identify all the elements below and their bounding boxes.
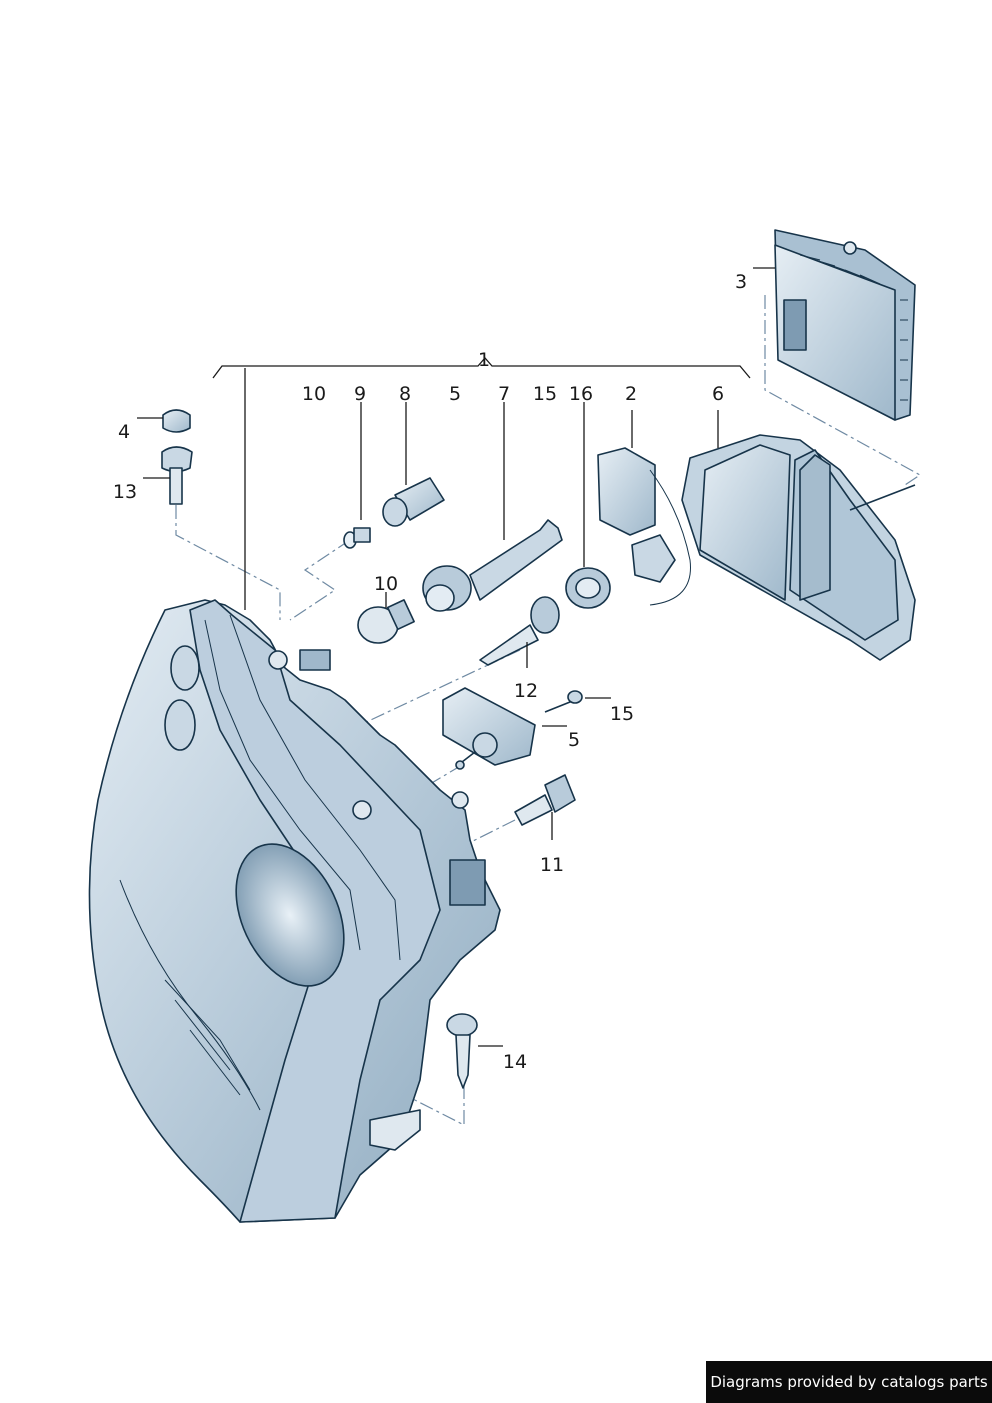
h7-bulb-part-11 — [514, 774, 576, 826]
callout-2: 2 — [625, 383, 637, 405]
callout-9: 9 — [354, 383, 366, 405]
callout-15-screw: 15 — [610, 703, 634, 725]
callout-8: 8 — [399, 383, 411, 405]
callout-5-top: 5 — [449, 383, 461, 405]
callout-11: 11 — [540, 854, 564, 876]
callout-labels: 1 10 9 8 5 7 15 16 2 6 3 4 13 10 12 15 5… — [113, 271, 747, 1073]
bulb-holder-part-8 — [382, 477, 445, 527]
adjuster-motor-part-5 — [442, 687, 536, 770]
callout-7: 7 — [498, 383, 510, 405]
callout-1: 1 — [478, 349, 490, 371]
callout-6: 6 — [712, 383, 724, 405]
cover-part-6 — [681, 434, 916, 661]
control-unit-part-3 — [774, 229, 916, 421]
ring-part-16 — [565, 567, 611, 609]
callout-14: 14 — [503, 1051, 527, 1073]
leader-lines — [137, 267, 775, 1047]
headlight-housing — [88, 599, 501, 1223]
callout-4: 4 — [118, 421, 130, 443]
cap-part-4 — [162, 409, 191, 433]
callout-3: 3 — [735, 271, 747, 293]
bolt-part-13 — [161, 446, 193, 505]
small-bulb-part-9 — [343, 527, 371, 549]
ignitor-part-2 — [597, 447, 691, 606]
watermark-banner: Diagrams provided by catalogs parts — [706, 1361, 992, 1403]
callout-13: 13 — [113, 481, 137, 503]
callout-10-bulb: 10 — [374, 573, 398, 595]
socket-part-7 — [422, 519, 563, 612]
bulb-part-10 — [357, 599, 415, 644]
screw-part-15 — [544, 690, 583, 713]
xenon-bulb-part-12 — [479, 596, 560, 666]
callout-16: 16 — [569, 383, 593, 405]
tapping-screw-part-14 — [446, 1013, 478, 1089]
callout-5-motor: 5 — [568, 729, 580, 751]
callout-12: 12 — [514, 680, 538, 702]
group-bracket — [212, 357, 751, 379]
callout-10-top: 10 — [302, 383, 326, 405]
callout-15-top: 15 — [533, 383, 557, 405]
